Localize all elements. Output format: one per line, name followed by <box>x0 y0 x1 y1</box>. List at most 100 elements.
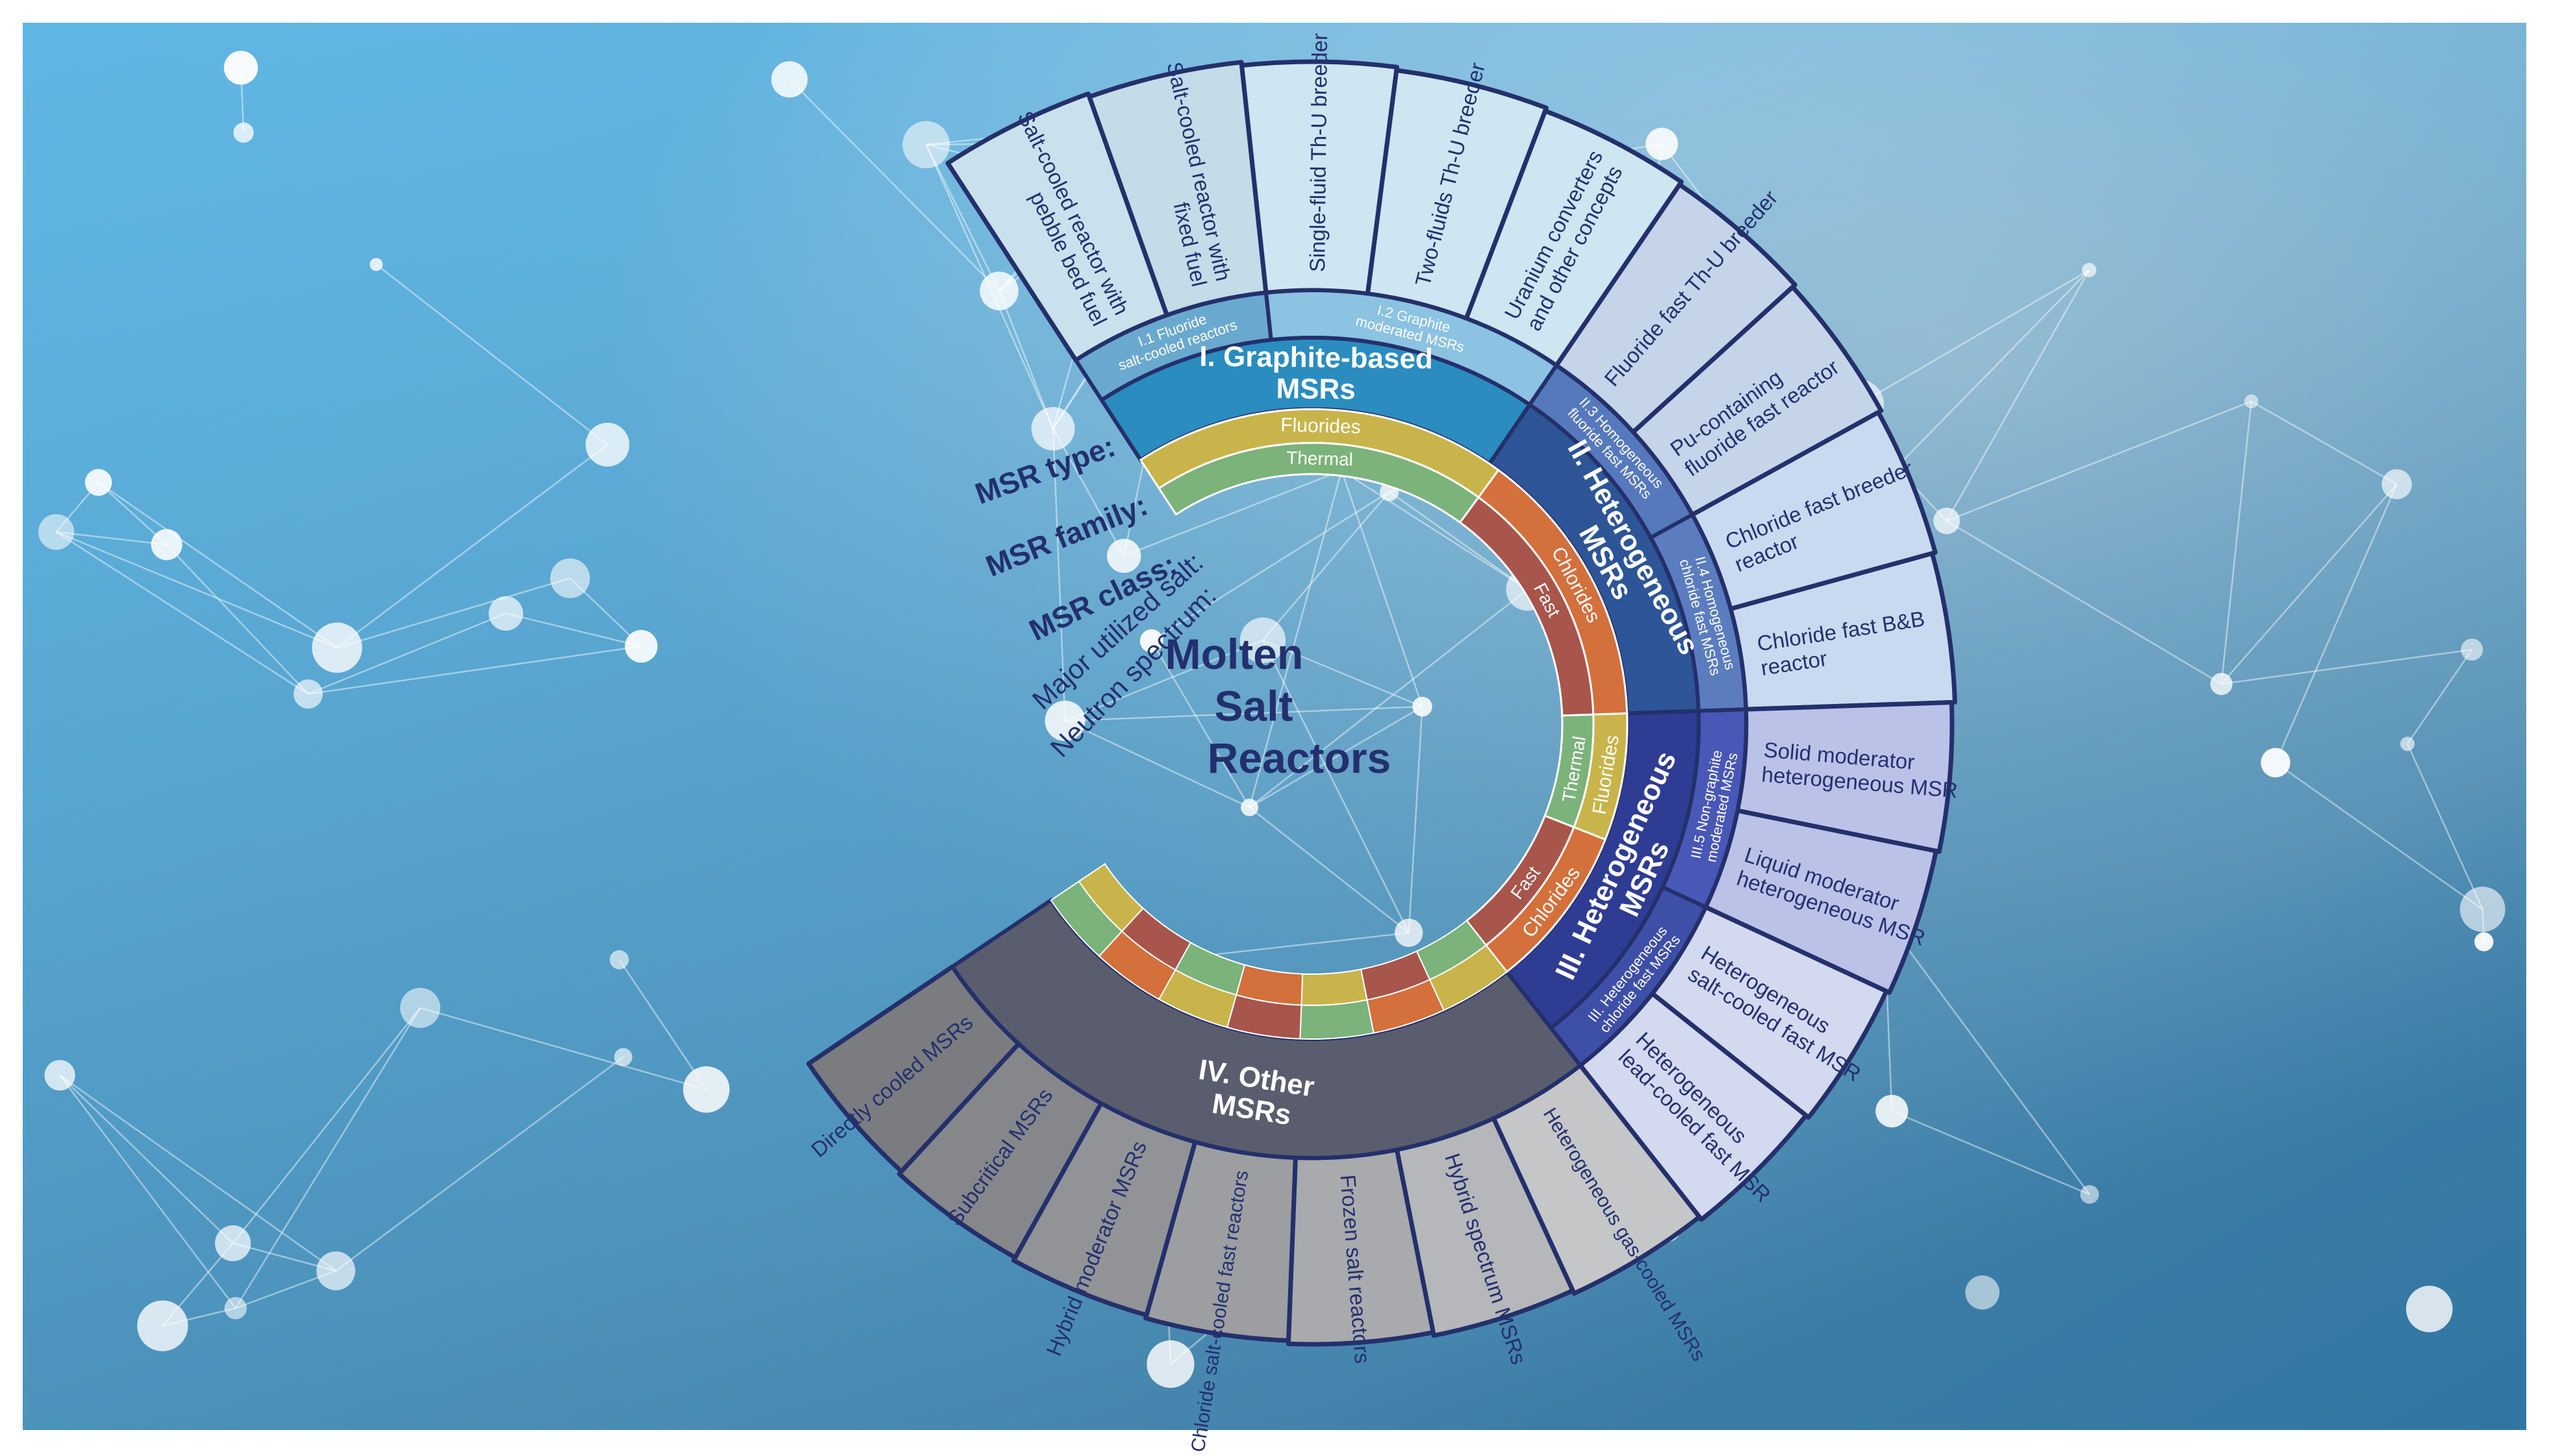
network-edge <box>2274 484 2398 763</box>
network-edge <box>59 1075 236 1309</box>
network-edge <box>1408 707 1423 933</box>
network-edge <box>1262 640 1410 933</box>
network-node <box>624 629 658 663</box>
network-edge <box>1341 470 1528 590</box>
network-node <box>1933 507 1960 534</box>
network-node <box>214 1225 251 1262</box>
network-node <box>2474 932 2494 951</box>
network-edge <box>1151 491 1390 642</box>
salt-label-s1: Fluorides <box>1280 414 1361 438</box>
network-node <box>1045 700 1085 742</box>
network-edge <box>59 1074 234 1244</box>
network-edge <box>1249 807 1410 934</box>
network-node <box>2461 638 2483 661</box>
network-edge <box>1262 639 1423 708</box>
network-edge <box>1858 269 2090 405</box>
network-node <box>1395 918 1423 948</box>
network-edge <box>307 612 507 695</box>
network-edge <box>56 531 338 649</box>
network-node <box>370 258 383 271</box>
network-node <box>1645 127 1679 160</box>
network-node <box>2080 1185 2099 1204</box>
network-edge <box>1052 429 1066 722</box>
network-edge <box>336 444 608 649</box>
network-node <box>609 950 629 970</box>
network-edge <box>420 1007 707 1090</box>
network-node <box>614 1048 633 1066</box>
network-edge <box>166 544 309 695</box>
network-edge <box>1249 588 1528 809</box>
network-node <box>488 596 524 631</box>
network-edge <box>375 264 608 446</box>
network-edge <box>235 1007 421 1309</box>
network-node <box>399 987 440 1028</box>
network-node <box>2244 394 2259 408</box>
spectrum-ring <box>1158 442 1595 947</box>
network-node <box>2081 262 2097 278</box>
network-edge <box>1123 470 1342 557</box>
network-edge <box>2275 762 2483 910</box>
network-edge <box>56 531 167 546</box>
network-node <box>224 1297 247 1320</box>
network-edge <box>1065 720 1250 809</box>
msr-class-label-c1-line: MSRs <box>1276 373 1356 405</box>
network-node <box>683 1066 730 1113</box>
network-edge <box>1883 916 2090 1195</box>
salt-ring <box>1139 408 1629 973</box>
network-edge <box>1065 639 1263 722</box>
network-edge <box>1150 640 1250 808</box>
network-edge <box>2407 649 2473 745</box>
network-node <box>316 1251 355 1290</box>
network-node <box>1031 407 1075 451</box>
network-node <box>1875 1094 1909 1127</box>
network-edge <box>1249 706 1423 809</box>
msr-type-label-t3: Single-fluid Th-U breeder <box>1305 33 1332 272</box>
network-node <box>2210 673 2233 696</box>
network-edge <box>1946 520 2222 685</box>
network-edge <box>1389 491 1528 590</box>
network-node <box>585 422 629 467</box>
network-edge <box>1341 470 1423 707</box>
title-line-2: Salt <box>1214 682 1293 730</box>
title-line-1: Molten <box>1165 630 1304 678</box>
other-msrs-mosaic <box>1050 862 1508 1040</box>
network-node <box>1107 538 1141 573</box>
network-node <box>2405 1285 2453 1333</box>
network-edge <box>1262 491 1390 641</box>
network-node <box>84 469 112 496</box>
network-node <box>223 51 258 85</box>
network-edge <box>335 1056 624 1272</box>
network-node <box>2459 886 2505 933</box>
network-edge <box>925 144 1000 292</box>
msr-class-ring <box>950 336 1701 1160</box>
network-node <box>2261 747 2290 778</box>
network-edge <box>2220 483 2398 685</box>
network-edge <box>1249 470 1343 808</box>
msr-type-label-t3-line: Single-fluid Th-U breeder <box>1305 33 1332 272</box>
network-edge <box>59 1074 336 1272</box>
spectrum-label-n1: Thermal <box>1286 447 1354 470</box>
title-line-3: Reactors <box>1208 734 1391 782</box>
msr-type-ring <box>806 59 1957 1347</box>
network-node <box>771 61 808 98</box>
network-edge <box>1052 428 1125 557</box>
network-node <box>1147 1340 1195 1388</box>
network-edge <box>308 645 642 695</box>
network-node <box>44 1060 75 1091</box>
other-mosaic-cell <box>1078 862 1145 933</box>
network-node <box>1241 798 1259 816</box>
network-node <box>550 558 590 598</box>
network-node <box>293 679 323 709</box>
network-edge <box>1946 400 2252 522</box>
network-edge <box>618 959 707 1090</box>
network-node <box>312 622 362 673</box>
network-edge <box>505 612 642 647</box>
network-edge <box>2251 400 2398 485</box>
network-edge <box>2406 743 2483 910</box>
network-edge <box>55 531 309 695</box>
network-edge <box>97 481 338 649</box>
